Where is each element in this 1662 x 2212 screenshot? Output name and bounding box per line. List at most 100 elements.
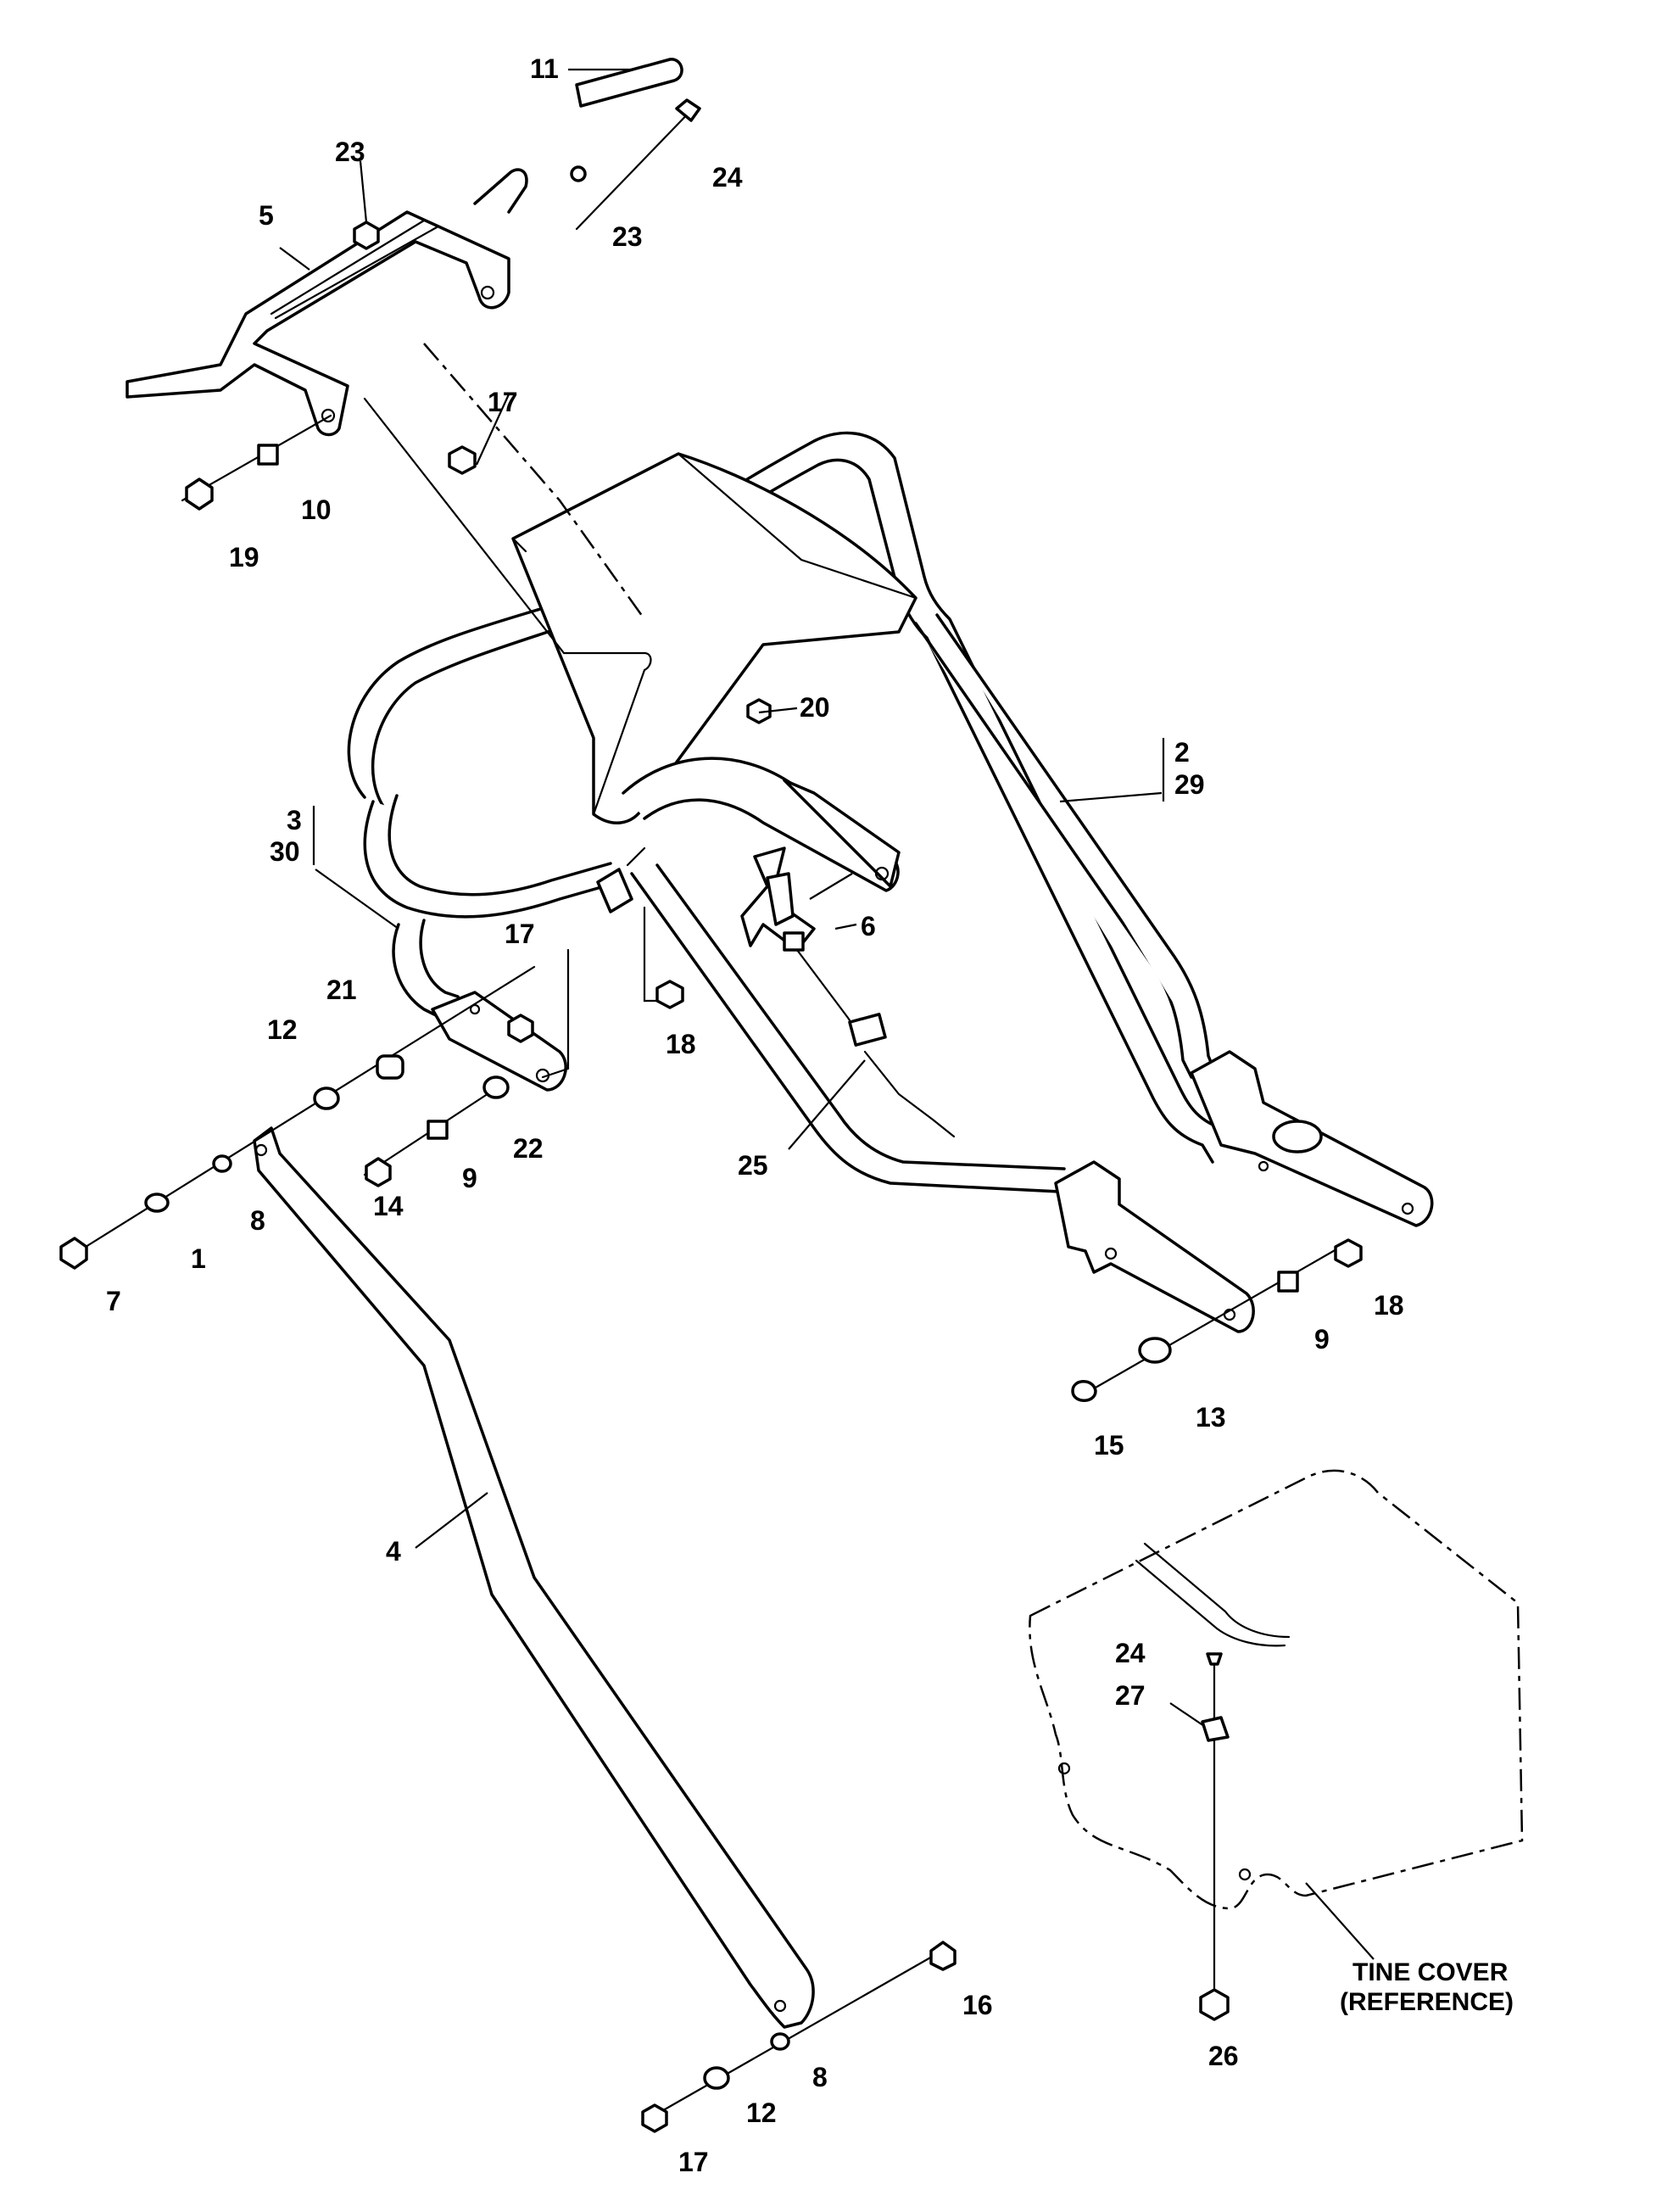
tab-leader-20 (626, 846, 646, 867)
cable-clip-part-25 (848, 1013, 887, 1047)
throttle-cable-2 (863, 1050, 956, 1138)
callout-29: 29 (1174, 769, 1205, 800)
washer-13 (1138, 1337, 1172, 1364)
callout-1: 1 (191, 1243, 206, 1274)
callout-27: 27 (1115, 1680, 1146, 1711)
callout-21: 21 (326, 975, 357, 1005)
callout-13: 13 (1196, 1402, 1226, 1433)
right-handle-bracket (1190, 1050, 1434, 1227)
nut-18-mid (655, 980, 684, 1009)
callout-24-tine: 24 (1115, 1638, 1146, 1668)
lower-handle-tube (630, 863, 1066, 1193)
callout-23-top: 23 (335, 137, 365, 167)
axis-line-24-23 (575, 104, 697, 231)
callout-3: 3 (287, 805, 302, 835)
control-console-plate (511, 452, 917, 824)
leader-ref (1305, 1882, 1375, 1960)
left-lower-hoop (392, 919, 567, 1092)
callout-6: 6 (861, 911, 876, 941)
tine-cover-label-line2: (REFERENCE) (1340, 1988, 1514, 2016)
leader-4 (415, 1492, 488, 1549)
lockwasher-8-left (212, 1154, 232, 1173)
washer-23-top (570, 165, 587, 182)
lower-handle-part-4 (253, 1126, 815, 2029)
leader-5 (279, 247, 310, 271)
small-mount-tab (596, 868, 633, 913)
callout-26: 26 (1208, 2041, 1239, 2071)
callout-12-bottom: 12 (746, 2097, 777, 2128)
pivot-tube (622, 757, 901, 892)
control-lever-part-6 (740, 846, 816, 952)
callout-20: 20 (800, 692, 830, 723)
tine-cover-label-line1: TINE COVER (1352, 1958, 1509, 1986)
callout-12-left: 12 (267, 1014, 298, 1045)
lockwasher-8-bottom (770, 2032, 790, 2051)
callout-22: 22 (513, 1133, 544, 1164)
leader-17-top (475, 394, 510, 466)
callout-19: 19 (229, 542, 259, 573)
nut-23-left (353, 221, 380, 250)
leader-27 (1169, 1702, 1205, 1727)
clip-27 (1201, 1716, 1230, 1742)
leader-23-left (359, 160, 368, 223)
callout-8-left: 8 (250, 1205, 265, 1236)
callout-18-mid: 18 (666, 1029, 696, 1059)
nut-22 (482, 1075, 510, 1099)
arm-mount-leader (541, 948, 570, 1079)
spacer-9-right (1277, 1271, 1299, 1293)
callout-2: 2 (1174, 737, 1190, 768)
callout-25: 25 (738, 1150, 768, 1181)
nut-17-bottom (641, 2103, 668, 2133)
bolt-19 (185, 478, 214, 511)
callout-17-bottom: 17 (678, 2147, 709, 2177)
spacer-10 (257, 444, 279, 466)
bail-bar-part-5 (125, 210, 510, 437)
callout-30: 30 (270, 836, 300, 867)
callout-10: 10 (301, 494, 332, 525)
callout-5: 5 (259, 200, 274, 231)
callout-9-left: 9 (462, 1163, 477, 1193)
callout-23-right: 23 (612, 221, 643, 252)
nut-18-right (1334, 1238, 1363, 1268)
leader-6b (809, 873, 853, 900)
callout-4: 4 (386, 1536, 401, 1567)
bail-wire (363, 397, 652, 816)
bolt-24-tine (1206, 1652, 1223, 1666)
callout-24-top: 24 (712, 162, 743, 193)
callout-18-right: 18 (1374, 1290, 1404, 1321)
leader-2-29 (1059, 791, 1163, 803)
nut-17-top (448, 445, 477, 475)
leader-6 (834, 923, 857, 930)
left-handle-bracket (1054, 1160, 1255, 1333)
nut-17-left (507, 1014, 534, 1043)
bail-wire-dashed (423, 343, 646, 620)
top-handle-grip (473, 58, 683, 214)
callout-7: 7 (106, 1286, 121, 1316)
bolt-15 (1071, 1380, 1097, 1402)
bolt-14 (365, 1157, 392, 1187)
nut-26 (1199, 1988, 1230, 2021)
leader-25 (788, 1059, 866, 1150)
washer-12-left (313, 1086, 340, 1110)
callout-15: 15 (1094, 1430, 1124, 1461)
callout-14: 14 (373, 1191, 404, 1221)
callout-11: 11 (530, 53, 559, 84)
nut-20 (746, 698, 772, 724)
bolt-16 (929, 1941, 956, 1971)
callout-16: 16 (962, 1990, 993, 2020)
callout-8-bottom: 8 (812, 2062, 828, 2092)
tine-cover-reference (1029, 1469, 1524, 1910)
bolt-7 (59, 1237, 88, 1270)
axis-line-bottom-stack (651, 1945, 951, 2118)
spacer-21 (376, 1054, 404, 1080)
right-handle-tube (914, 613, 1216, 1079)
callout-9-right: 9 (1314, 1324, 1330, 1355)
bolt-24-top (675, 98, 701, 122)
leader-3-30 (315, 869, 399, 930)
washer-1 (144, 1193, 170, 1213)
spacer-9-left (427, 1120, 449, 1140)
washer-12-bottom (703, 2066, 730, 2090)
leader-20 (758, 707, 798, 714)
axis-line-right-stack (1088, 1241, 1350, 1393)
